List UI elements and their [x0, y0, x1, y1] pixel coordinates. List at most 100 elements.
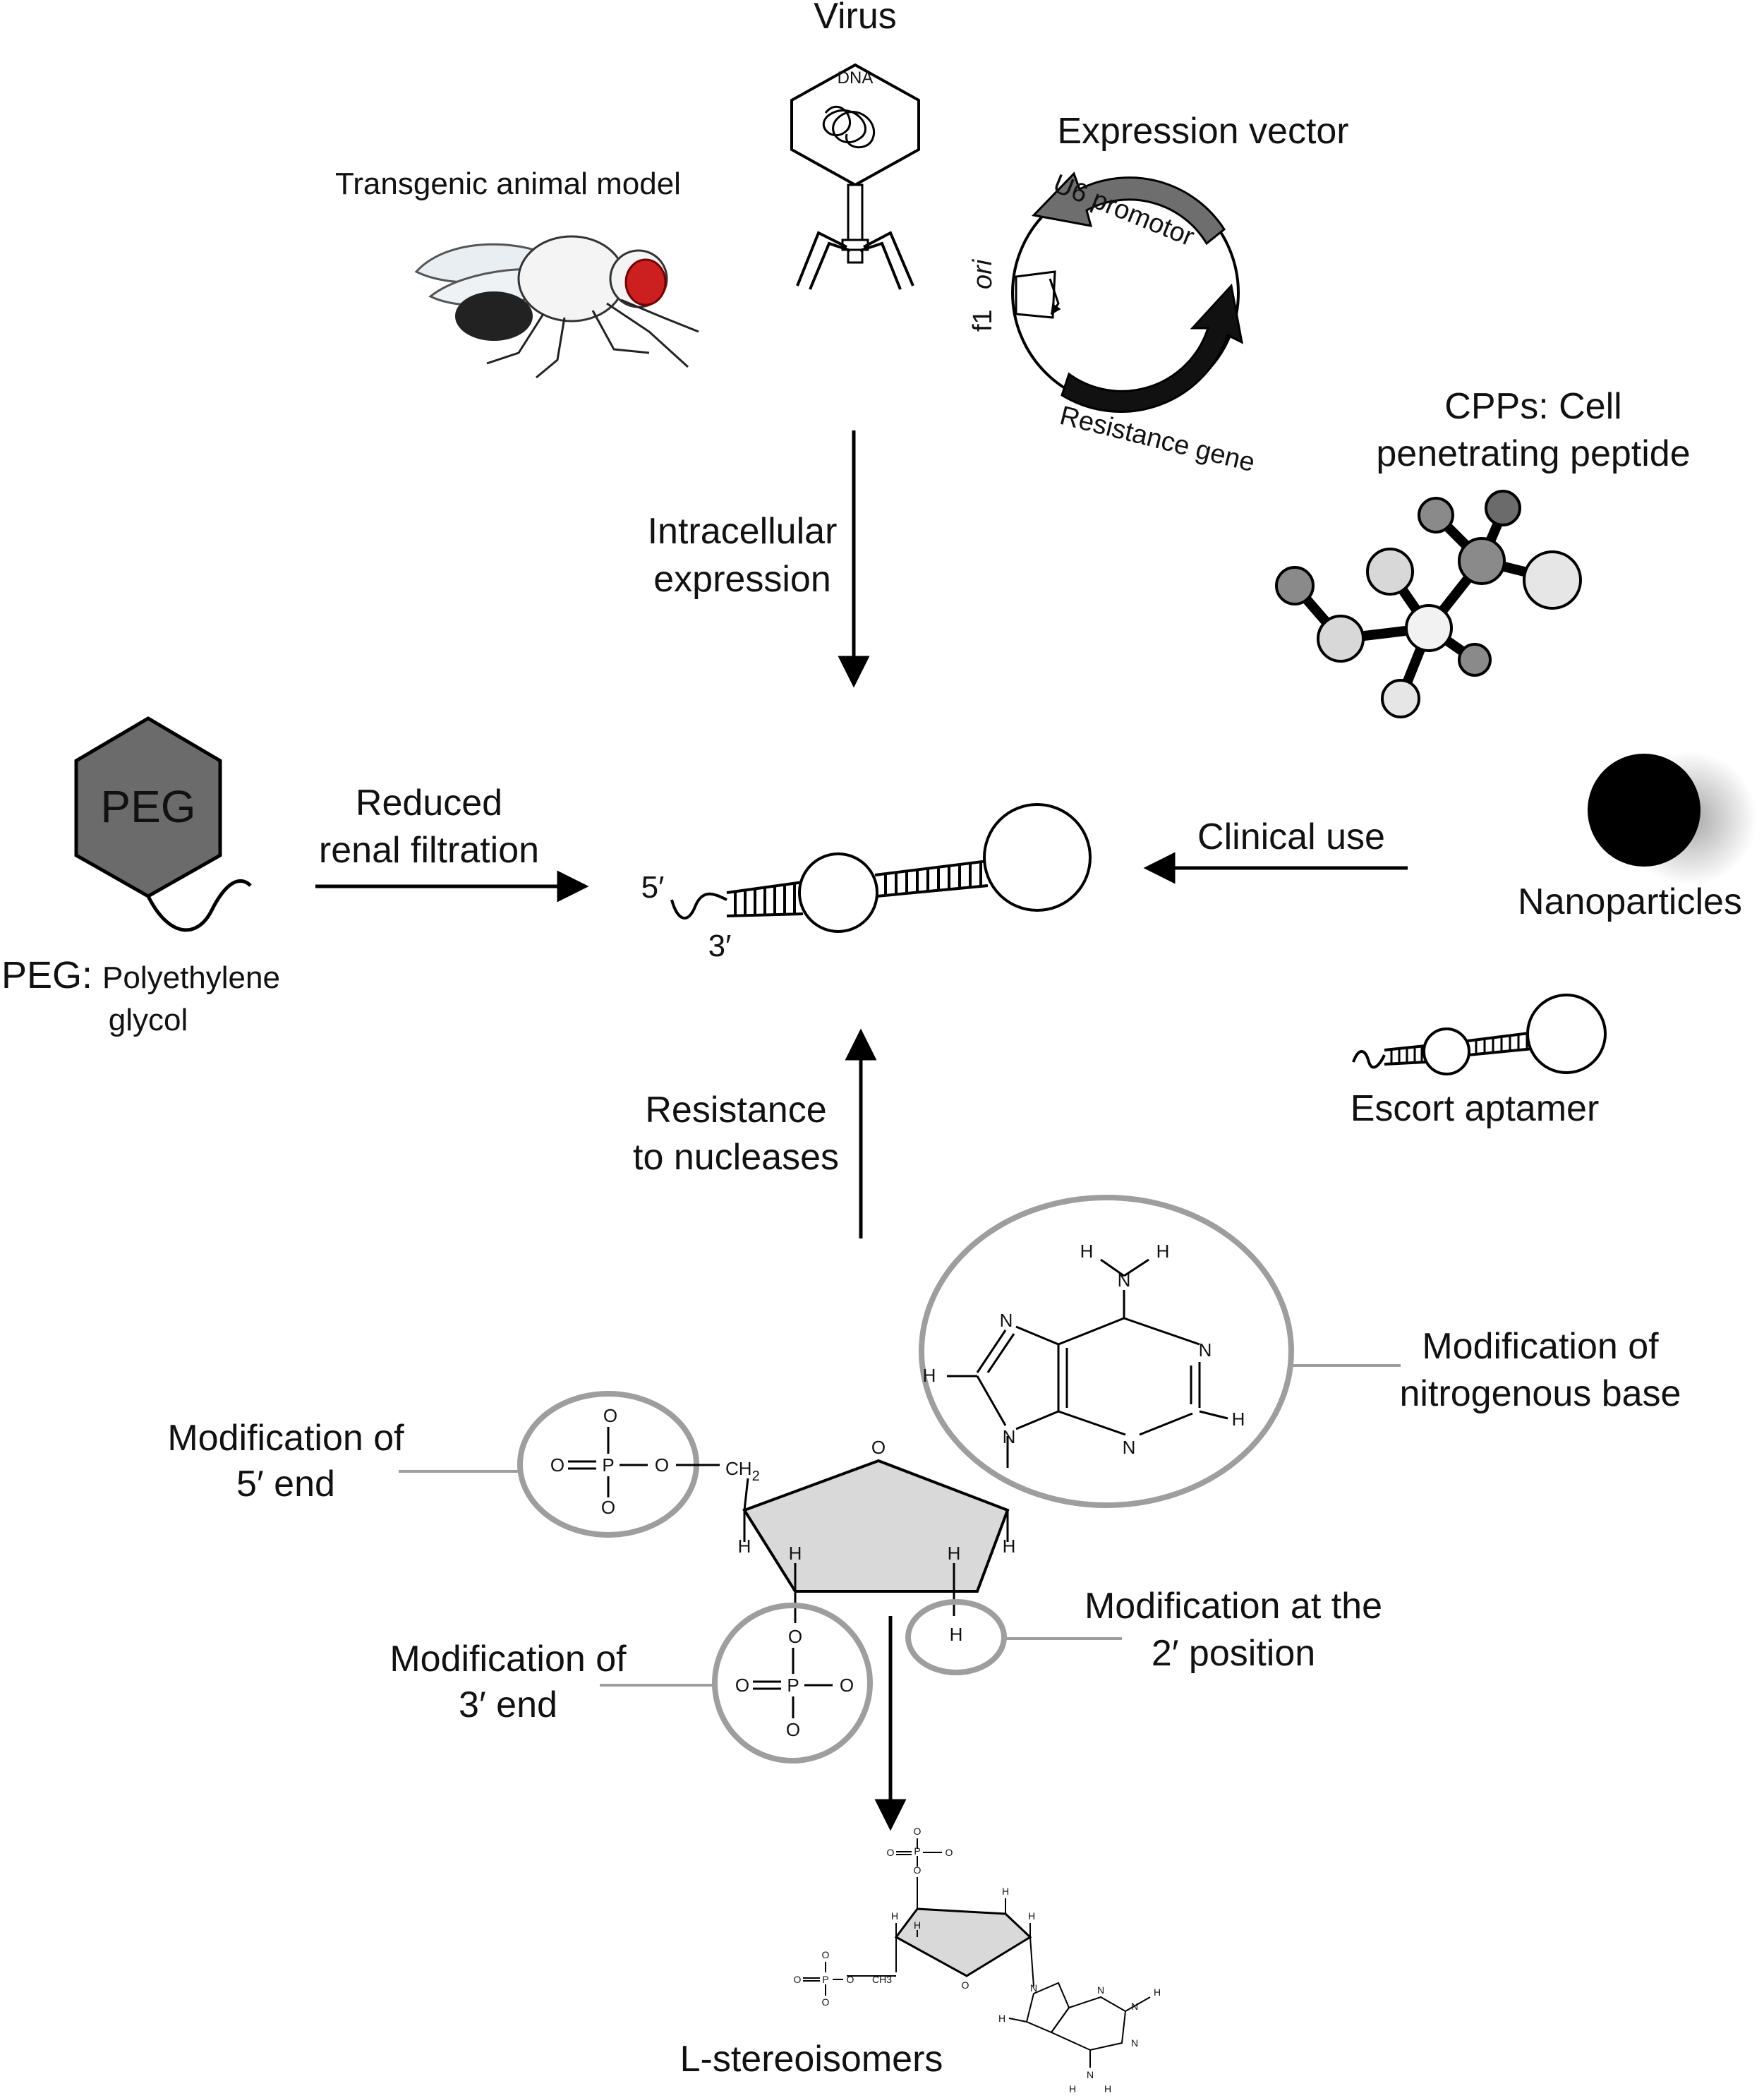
svg-text:H: H [1003, 1536, 1016, 1557]
mod-5-label-1: Modification of [167, 1418, 404, 1459]
resistance-to-nucleases: Resistance to nucleases [633, 1028, 877, 1238]
cpps-label-1: CPPs: Cell [1444, 386, 1621, 427]
svg-text:O: O [840, 1675, 854, 1696]
svg-text:P: P [914, 1845, 920, 1857]
svg-text:H: H [1080, 1241, 1094, 1262]
svg-text:O: O [871, 1437, 886, 1458]
f1-label: f1 [968, 309, 998, 332]
svg-text:H: H [1069, 2083, 1076, 2094]
svg-text:N: N [1087, 2069, 1094, 2080]
internal-loop [798, 852, 878, 933]
dna-coil [822, 106, 876, 149]
aptamer-center: 5′ 3′ [641, 803, 1092, 963]
svg-text:H: H [914, 1919, 921, 1931]
svg-text:H: H [998, 2013, 1005, 2024]
peg-caption-b: Polyethylene [102, 960, 280, 995]
cpp-molecule: CPPs: Cell penetrating peptide [1275, 386, 1691, 718]
ribose-ring [742, 1459, 1010, 1593]
resistance-label-1: Resistance [645, 1090, 826, 1131]
resistance-gene-label-a: Resistance gene [1057, 401, 1258, 478]
svg-text:O: O [786, 1719, 800, 1740]
nanoparticle: Nanoparticles [1518, 752, 1757, 922]
ori-label: ori [968, 258, 998, 289]
expression-vector: Expression vector U6 promotor f1 ori Res… [968, 111, 1349, 478]
l-stereoisomers-label: L-stereoisomers [680, 2039, 943, 2080]
svg-text:O: O [847, 1974, 854, 1985]
f1-ori-box [1015, 270, 1056, 319]
reduced-renal-filtration: Reduced renal filtration [315, 783, 589, 903]
peg-inner-label: PEG [100, 781, 195, 832]
stem-1-rungs [734, 884, 796, 916]
svg-text:O: O [914, 1826, 922, 1837]
transgenic-animal-model: Transgenic animal model [335, 167, 699, 379]
svg-text:N: N [1118, 1270, 1131, 1291]
fly-legs [486, 299, 699, 379]
dna-label: DNA [838, 68, 874, 88]
cpps-label-2: penetrating peptide [1376, 433, 1690, 474]
svg-text:H: H [948, 1543, 961, 1564]
svg-text:O: O [887, 1847, 895, 1858]
svg-text:O: O [962, 1979, 969, 1991]
u6-promotor-arrow [1031, 171, 1226, 246]
fly-abdomen [455, 291, 533, 341]
svg-text:P: P [787, 1675, 799, 1696]
svg-text:O: O [914, 1864, 922, 1876]
peg-caption-c: glycol [109, 1003, 188, 1037]
escort-aptamer-label: Escort aptamer [1351, 1088, 1600, 1129]
svg-text:N: N [1199, 1339, 1212, 1361]
mod-2-label-1: Modification at the [1085, 1586, 1382, 1627]
l-stereoisomer: O P O O O H H H H CH3 O P O O O O [680, 1826, 1161, 2094]
svg-text:N: N [1003, 1426, 1016, 1447]
svg-text:H: H [1154, 1987, 1161, 1998]
reduced-label-2: renal filtration [319, 830, 539, 871]
svg-text:O: O [655, 1454, 669, 1476]
svg-text:N: N [1123, 1437, 1136, 1458]
mod-5-label-2: 5′ end [236, 1464, 335, 1505]
base-highlight [919, 1195, 1294, 1508]
svg-text:O: O [603, 1405, 617, 1426]
stem-2-rungs [884, 862, 982, 896]
fly-eye [624, 258, 667, 306]
svg-text:H: H [738, 1536, 751, 1557]
three-prime-label: 3′ [708, 929, 732, 963]
svg-text:H: H [1232, 1409, 1245, 1430]
hairpin-loop [983, 803, 1092, 912]
three-prime-highlight [712, 1603, 873, 1764]
clinical-use-label: Clinical use [1197, 816, 1385, 857]
virus-legs [796, 231, 914, 290]
mod-base-label-1: Modification of [1422, 1326, 1659, 1367]
svg-text:O: O [946, 1847, 953, 1858]
mod-3-label-2: 3′ end [459, 1684, 557, 1725]
mod-2-label-2: 2′ position [1152, 1633, 1315, 1674]
five-prime-label: 5′ [641, 870, 665, 905]
svg-text:H: H [923, 1365, 936, 1386]
svg-text:H: H [789, 1543, 802, 1564]
virus: Virus DNA [790, 0, 920, 290]
intracellular-label-1: Intracellular [648, 511, 838, 552]
peg-tail [146, 879, 252, 932]
transgenic-label: Transgenic animal model [335, 167, 681, 201]
clinical-use: Clinical use [1143, 816, 1408, 884]
svg-text:CH3: CH3 [872, 1974, 892, 1985]
intracellular-expression: Intracellular expression [648, 430, 870, 688]
svg-text:N: N [1131, 2037, 1138, 2049]
adenine-bonds [947, 1258, 1228, 1468]
fly-thorax [517, 235, 626, 322]
svg-text:O: O [822, 1949, 830, 1960]
svg-text:O: O [735, 1675, 749, 1696]
mod-3-label-1: Modification of [389, 1639, 627, 1680]
virus-label: Virus [814, 0, 897, 37]
nanoparticle-sphere [1588, 754, 1700, 867]
svg-text:O: O [550, 1454, 564, 1476]
svg-text:O: O [822, 1996, 830, 2008]
peg: PEG PEG: Polyethylene glycol [1, 716, 280, 1037]
svg-text:H: H [1028, 1910, 1035, 1922]
ch2-label: CH2 [725, 1458, 760, 1484]
resistance-label-2: to nucleases [633, 1137, 839, 1178]
svg-text:N: N [1030, 1982, 1037, 1994]
peg-caption-a: PEG: [1, 954, 92, 996]
svg-text:O: O [788, 1626, 802, 1647]
svg-text:P: P [822, 1974, 828, 1985]
svg-text:H: H [1104, 2083, 1111, 2094]
